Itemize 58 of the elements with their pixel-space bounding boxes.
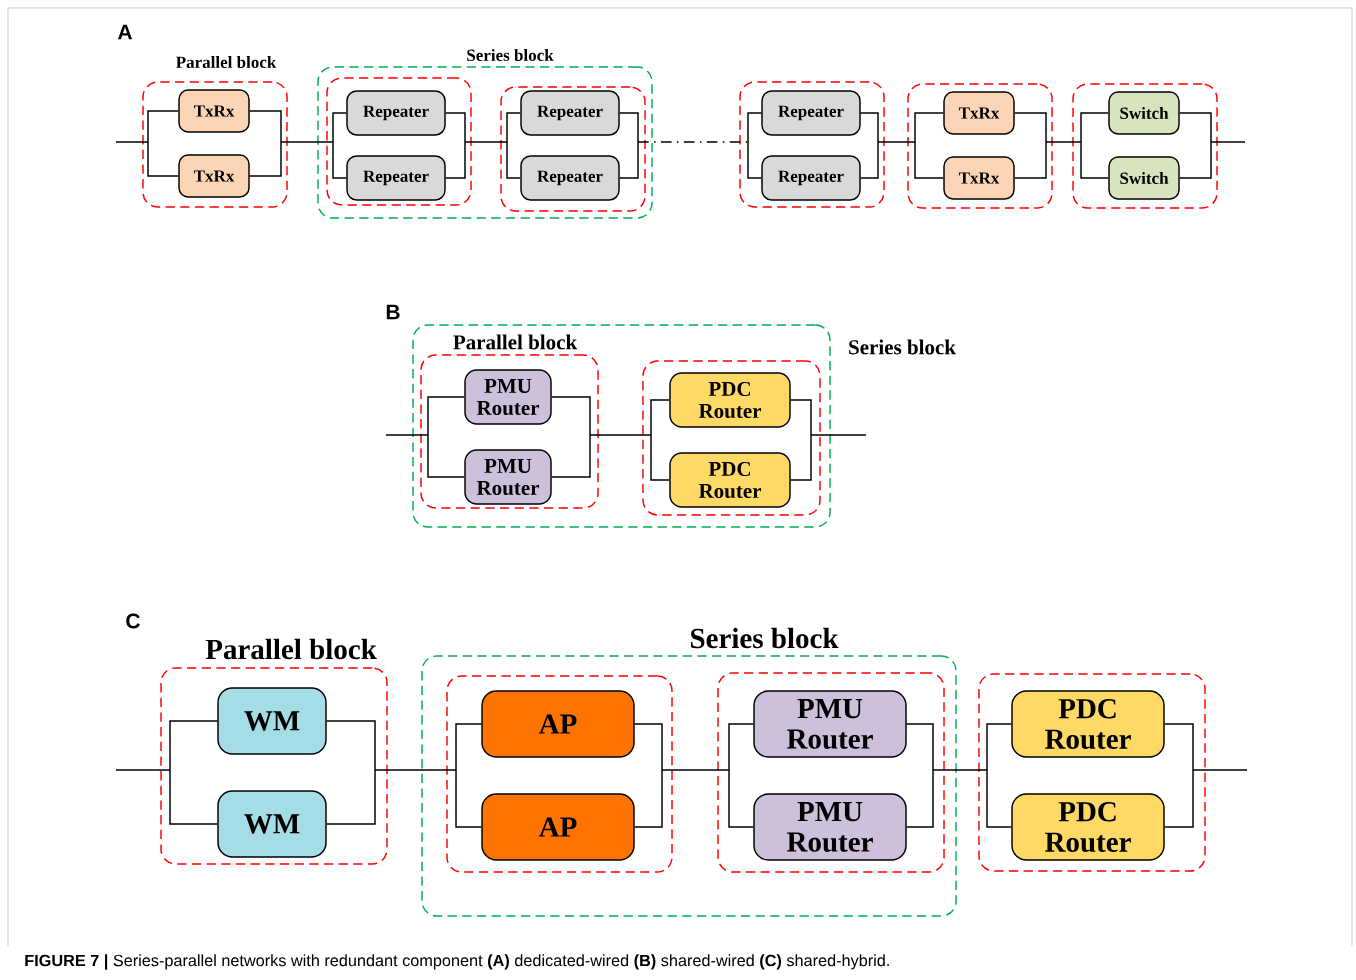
connector-line [445, 112, 521, 179]
connector-line [634, 723, 754, 828]
component-box: TxRx [178, 89, 250, 133]
component-box: PMU Router [464, 449, 552, 505]
component-box: WM [217, 687, 327, 755]
component-box: AP [481, 793, 635, 861]
component-box: PMU Router [464, 369, 552, 425]
connector-line [790, 399, 867, 481]
component-box: Repeater [346, 90, 446, 136]
connector-line [1179, 112, 1246, 179]
panel-letter: A [117, 24, 133, 40]
component-box: Repeater [346, 155, 446, 201]
block-label: Series block [849, 339, 956, 355]
component-box: TxRx [943, 156, 1015, 200]
component-box: TxRx [178, 154, 250, 198]
connector-line [115, 720, 218, 825]
block-label: Series block [467, 49, 554, 61]
component-box: TxRx [943, 91, 1015, 135]
component-box: Switch [1108, 91, 1180, 135]
connector-line [619, 112, 762, 179]
component-box: WM [217, 790, 327, 858]
component-box: Repeater [761, 155, 861, 201]
block-label: Series block [691, 627, 839, 649]
panel-letter: B [386, 304, 400, 320]
component-box: PDC Router [1011, 690, 1165, 758]
block-label: Parallel block [205, 638, 377, 660]
connector-line [1014, 112, 1109, 179]
dashed-boundary [1072, 83, 1218, 209]
block-label: Parallel block [176, 56, 277, 68]
component-box: Switch [1108, 156, 1180, 200]
block-label: Parallel block [453, 334, 578, 350]
component-box: PMU Router [753, 690, 907, 758]
connector-line [551, 396, 670, 481]
dashed-boundary [717, 672, 945, 873]
component-box: PDC Router [669, 452, 791, 508]
connector-line [385, 396, 465, 478]
connector-line [1164, 723, 1248, 828]
panel-letter: C [126, 613, 140, 629]
component-box: Repeater [520, 90, 620, 136]
component-box: PMU Router [753, 793, 907, 861]
component-box: Repeater [520, 155, 620, 201]
component-box: AP [481, 690, 635, 758]
connector-line [249, 110, 347, 179]
connector-line [326, 720, 482, 828]
connector-line [906, 723, 1012, 828]
connector-line [115, 110, 179, 177]
dashed-boundary [642, 360, 821, 516]
dashed-boundary [500, 86, 646, 212]
dashed-boundary [739, 81, 885, 208]
dashed-boundary [326, 77, 472, 206]
component-box: PDC Router [669, 372, 791, 428]
dashed-boundary [978, 673, 1206, 872]
dashed-boundary [446, 675, 673, 873]
figure-caption: FIGURE 7 | Series-parallel networks with redundant component (A) dedicated-wired (B) shared-wired (C) shared-hybrid. [25, 954, 889, 970]
connector-line [860, 112, 944, 179]
component-box: PDC Router [1011, 793, 1165, 861]
component-box: Repeater [761, 90, 861, 136]
dashed-boundary [907, 83, 1053, 209]
